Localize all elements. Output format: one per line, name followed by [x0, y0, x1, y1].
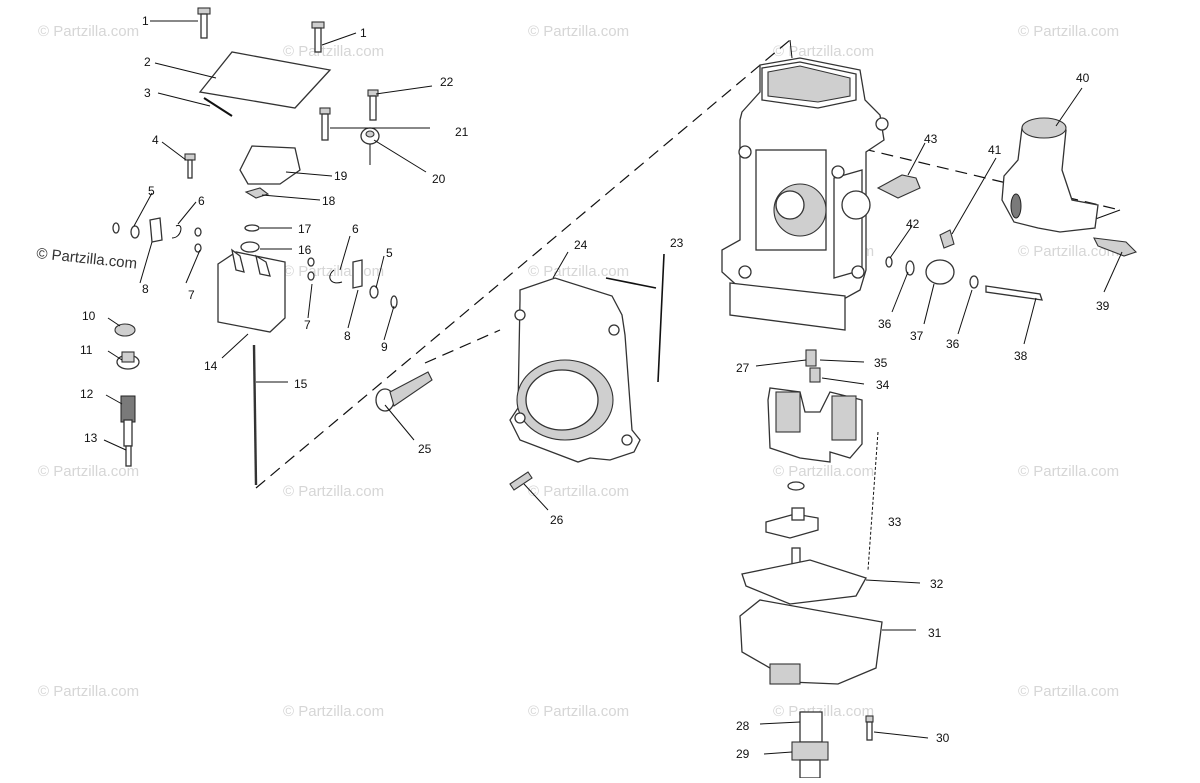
watermark: © Partzilla.com: [283, 263, 384, 280]
watermark: © Partzilla.com: [773, 703, 874, 720]
callout-label: 8: [344, 329, 351, 343]
callout-label: 6: [198, 194, 205, 208]
callout-label: 15: [294, 377, 308, 391]
watermark: © Partzilla.com: [38, 683, 139, 700]
callout-label: 11: [80, 343, 93, 357]
watermark: © Partzilla.com: [283, 483, 384, 500]
watermark: © Partzilla.com: [283, 703, 384, 720]
watermark-prominent: © Partzilla.com: [36, 245, 138, 272]
callout-label: 22: [440, 75, 454, 89]
callout-label: 34: [876, 378, 890, 392]
callout-label: 21: [455, 125, 469, 139]
watermark: © Partzilla.com: [38, 23, 139, 40]
callout-label: 23: [670, 236, 684, 250]
watermark: © Partzilla.com: [528, 703, 629, 720]
callout-label: 2: [144, 55, 151, 69]
callout-label: 37: [910, 329, 924, 343]
throttle-flange: [509, 277, 641, 463]
leader-lines: [103, 20, 1123, 755]
callout-label: 14: [204, 359, 218, 373]
watermark: © Partzilla.com: [283, 43, 384, 60]
axis-line: [255, 39, 791, 489]
callout-label: 43: [924, 132, 938, 146]
callout-label: 8: [142, 282, 149, 296]
callout-label: 39: [1096, 299, 1110, 313]
callout-label: 13: [84, 431, 98, 445]
watermark: © Partzilla.com: [1018, 463, 1119, 480]
callout-label: 5: [148, 184, 155, 198]
watermark: © Partzilla.com: [773, 463, 874, 480]
choke-parts: [876, 117, 1138, 301]
callout-label: 40: [1076, 71, 1090, 85]
idle-screw: [375, 371, 433, 412]
callout-label: 36: [946, 337, 960, 351]
callout-label: 6: [352, 222, 359, 236]
gasket-edge: [203, 97, 233, 117]
callout-label: 19: [334, 169, 348, 183]
callout-label: 1: [142, 14, 149, 28]
watermark: © Partzilla.com: [528, 23, 629, 40]
callout-label: 9: [381, 340, 388, 354]
callout-label: 42: [906, 217, 920, 231]
callout-label: 25: [418, 442, 432, 456]
callout-label: 10: [82, 309, 96, 323]
left-parts: [112, 7, 533, 491]
callout-label: 41: [988, 143, 1002, 157]
callout-label: 27: [736, 361, 750, 375]
callout-label: 30: [936, 731, 950, 745]
carburetor-body: [721, 57, 889, 331]
axis-line: [424, 329, 501, 364]
callout-label: 28: [736, 719, 750, 733]
callout-label: 5: [386, 246, 393, 260]
callout-label: 36: [878, 317, 892, 331]
callout-label: 20: [432, 172, 446, 186]
callout-label: 16: [298, 243, 312, 257]
watermark: © Partzilla.com: [1018, 683, 1119, 700]
float-assembly: [739, 349, 883, 779]
watermark: © Partzilla.com: [38, 463, 139, 480]
callout-label: 3: [144, 86, 151, 100]
watermark: © Partzilla.com: [528, 483, 629, 500]
callout-label: 38: [1014, 349, 1028, 363]
callout-label: 4: [152, 133, 159, 147]
callout-labels: 1 1 2 3 4 5 5 6 6 7 7 8 8 9 10 11 12 13 …: [80, 14, 1110, 761]
callout-label: 7: [304, 318, 311, 332]
callout-label: 1: [360, 26, 367, 40]
watermark: © Partzilla.com: [528, 263, 629, 280]
callout-label: 33: [888, 515, 902, 529]
callout-label: 35: [874, 356, 888, 370]
callout-label: 31: [928, 626, 942, 640]
callout-label: 17: [298, 222, 312, 236]
watermark: © Partzilla.com: [1018, 23, 1119, 40]
callout-label: 12: [80, 387, 94, 401]
axis-line: [825, 139, 1121, 211]
callout-label: 29: [736, 747, 750, 761]
callout-label: 7: [188, 288, 195, 302]
callout-label: 18: [322, 194, 336, 208]
watermark: © Partzilla.com: [1018, 243, 1119, 260]
callout-label: 32: [930, 577, 944, 591]
callout-label: 24: [574, 238, 588, 252]
callout-label: 26: [550, 513, 564, 527]
axis-line-tick: [789, 39, 793, 59]
watermark: © Partzilla.com: [773, 43, 874, 60]
